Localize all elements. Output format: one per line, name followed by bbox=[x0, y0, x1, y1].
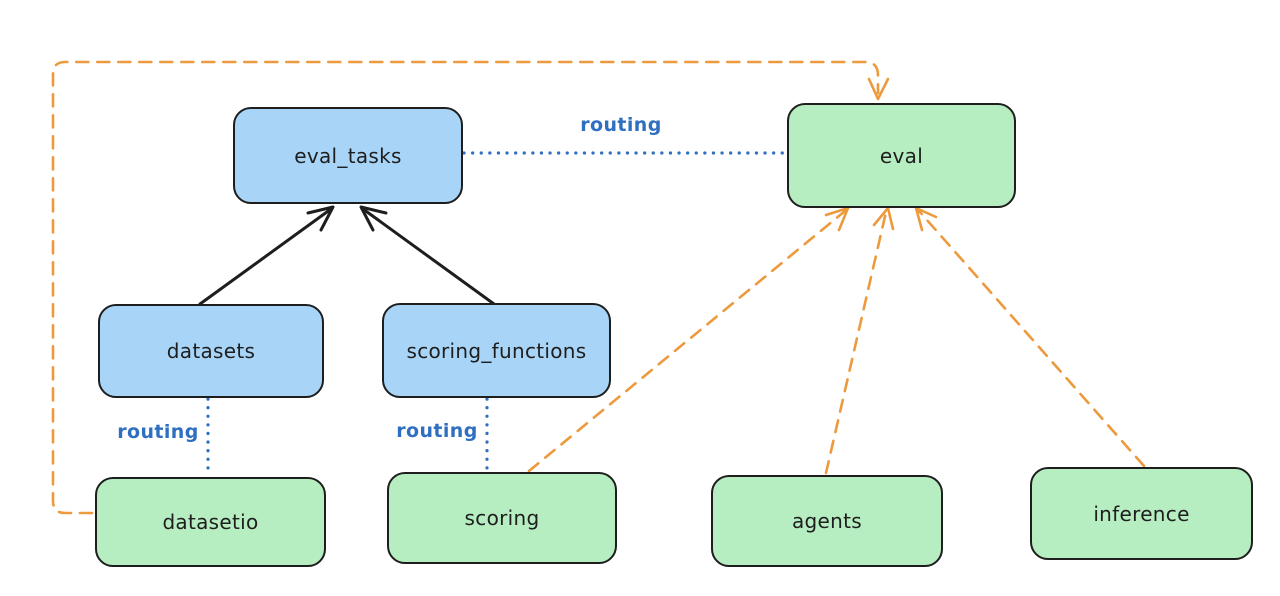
node-agents: agents bbox=[711, 475, 943, 567]
edge-scoring-functions-to-eval-tasks bbox=[359, 205, 496, 306]
node-datasets-label: datasets bbox=[166, 339, 256, 363]
node-datasets: datasets bbox=[98, 304, 324, 398]
node-scoring-label: scoring bbox=[464, 506, 540, 530]
node-datasetio: datasetio bbox=[95, 477, 326, 567]
edge-datasets-to-eval-tasks bbox=[198, 205, 335, 306]
node-eval-tasks-label: eval_tasks bbox=[294, 143, 402, 168]
node-inference-label: inference bbox=[1093, 501, 1190, 526]
node-agents-label: agents bbox=[792, 509, 862, 533]
edge-label-routing-top: routing bbox=[580, 114, 662, 136]
edge-inference-to-eval bbox=[914, 206, 1146, 468]
edge-datasetio-to-eval bbox=[51, 60, 890, 515]
node-inference: inference bbox=[1030, 467, 1253, 560]
edge-scoring-to-eval bbox=[527, 206, 850, 473]
edge-label-routing-left: routing bbox=[117, 421, 199, 443]
node-scoring: scoring bbox=[387, 472, 617, 564]
node-datasetio-label: datasetio bbox=[162, 510, 259, 534]
node-eval: eval bbox=[787, 103, 1016, 208]
node-scoring-functions: scoring_functions bbox=[382, 303, 611, 398]
node-eval-label: eval bbox=[879, 143, 924, 168]
node-eval-tasks: eval_tasks bbox=[233, 107, 463, 204]
edge-agents-to-eval bbox=[824, 206, 895, 475]
edge-label-routing-middle: routing bbox=[396, 420, 478, 442]
node-scoring-functions-label: scoring_functions bbox=[406, 338, 587, 363]
